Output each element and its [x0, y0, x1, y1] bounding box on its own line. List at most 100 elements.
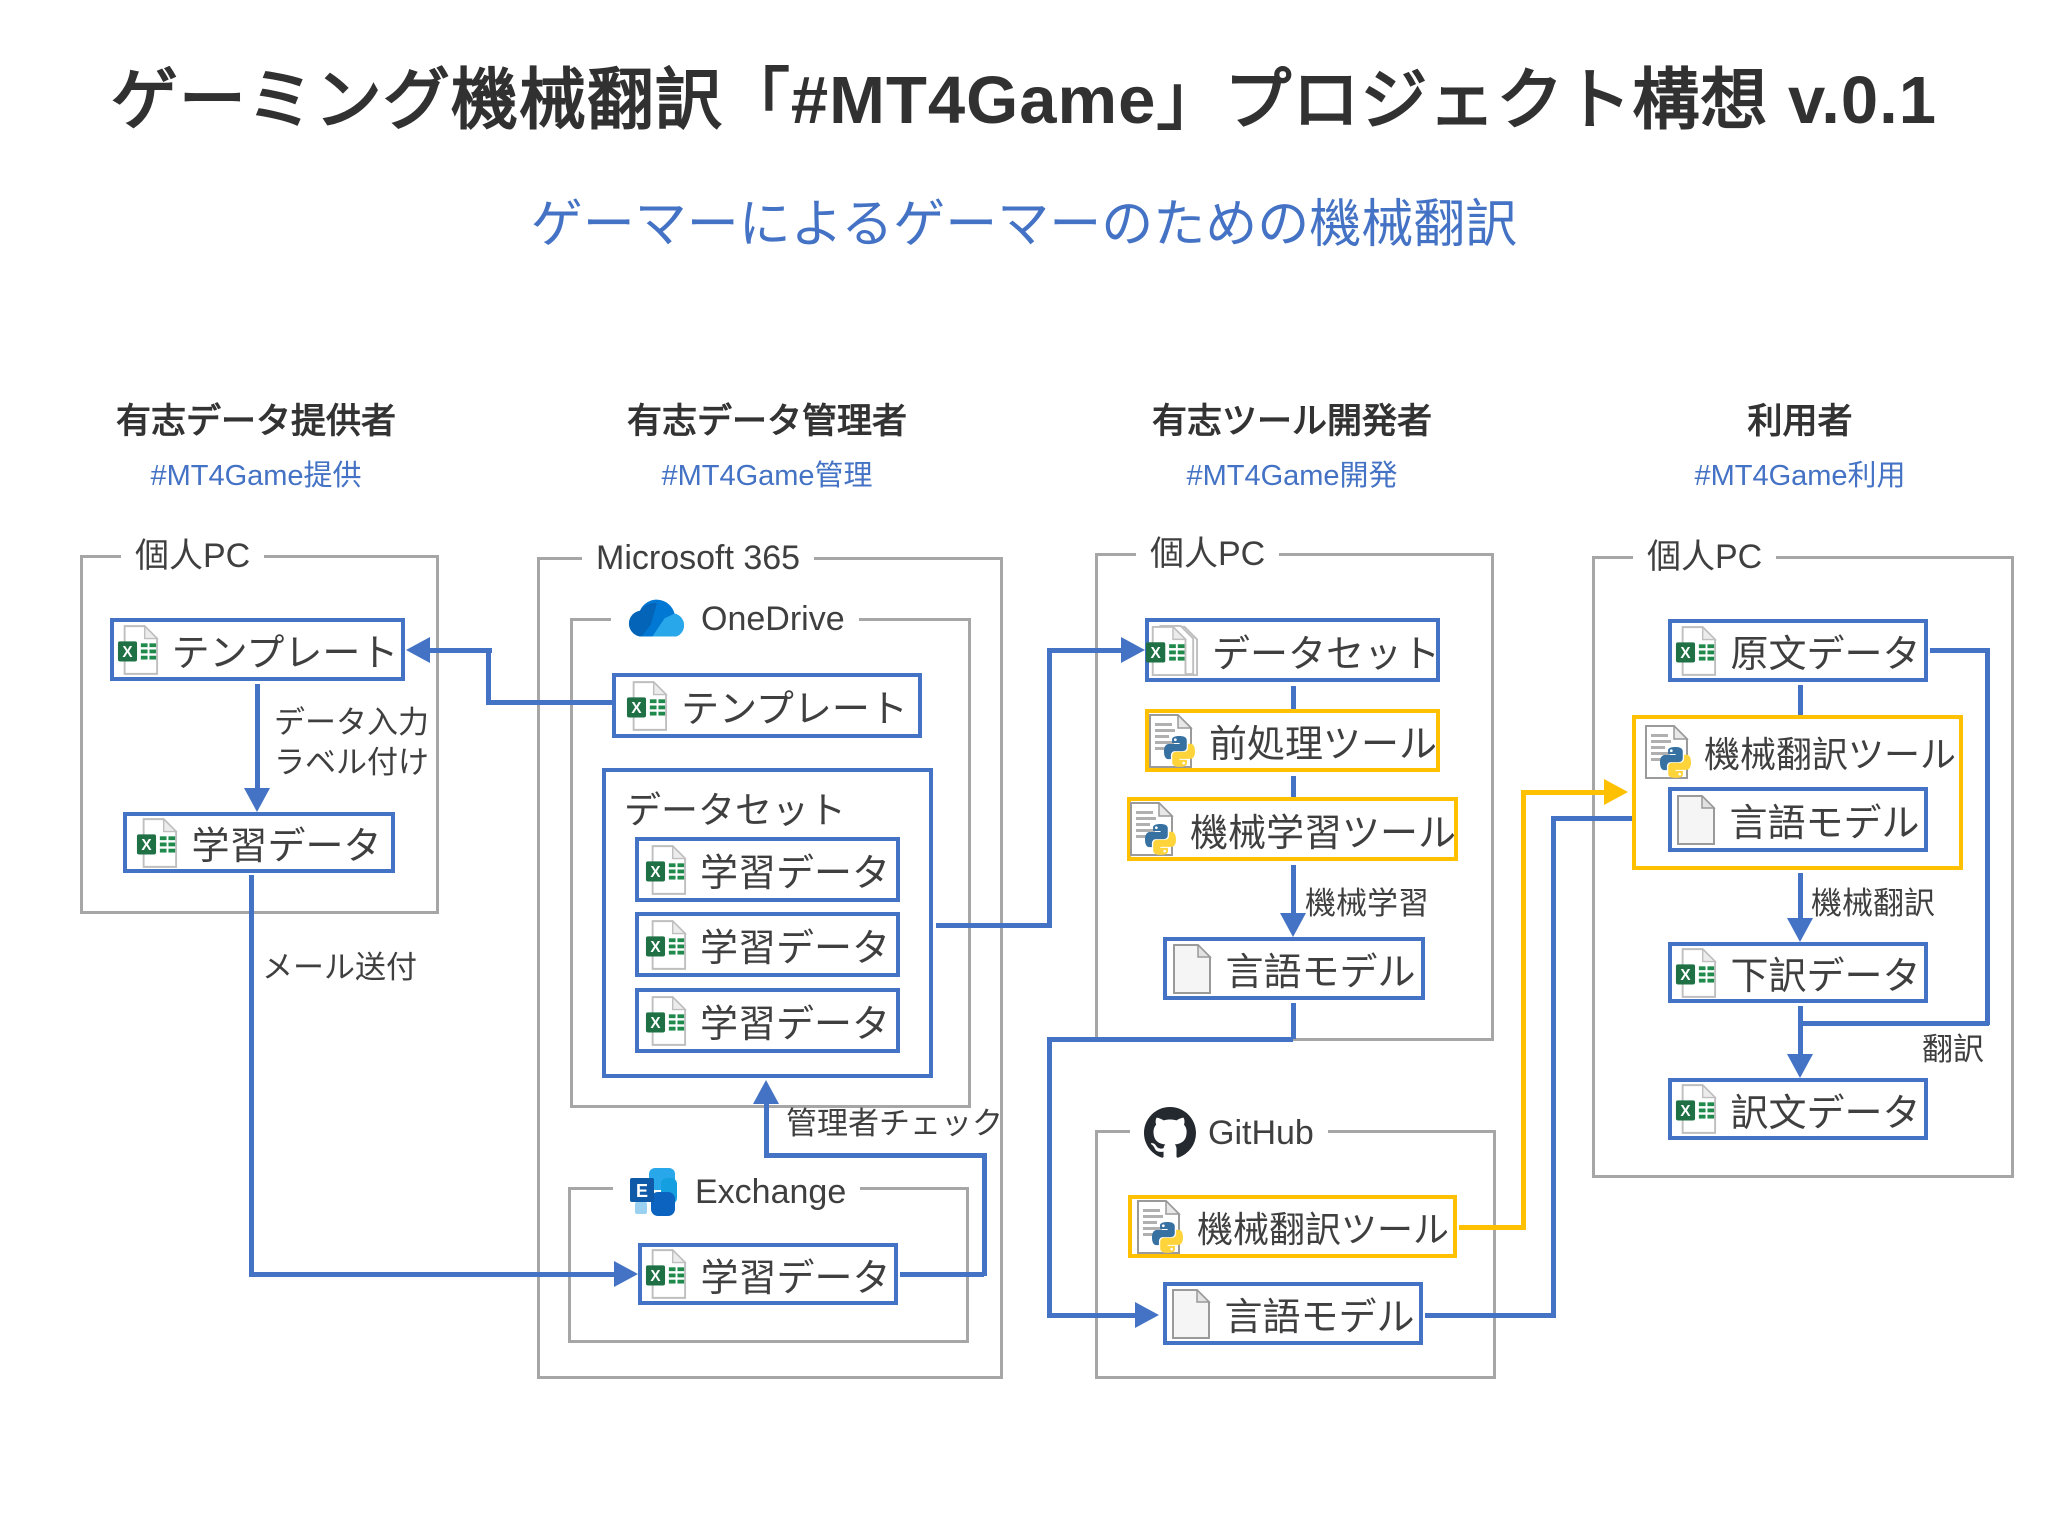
node-training-data-1: 学習データ [635, 837, 900, 902]
node-onedrive-template: テンプレート [612, 673, 922, 738]
edge-label-machine-translation: 機械翻訳 [1811, 886, 1935, 921]
excel-file-icon [645, 845, 687, 895]
node-label: 原文データ [1730, 634, 1921, 676]
excel-file-icon [1675, 626, 1717, 676]
group-label: Microsoft 365 [596, 539, 801, 577]
node-label: 言語モデル [1729, 803, 1920, 845]
connector-line [1459, 1225, 1525, 1230]
role-manager-name: 有志データ管理者 [626, 402, 907, 441]
edge-label-line: ラベル付け [274, 745, 429, 780]
document-icon [1676, 795, 1716, 845]
connector-line [490, 700, 614, 705]
edge-label-line: データ入力 [274, 705, 429, 740]
connector-line [486, 648, 491, 705]
group-exchange: Exchange [568, 1164, 969, 1343]
python-file-icon [1644, 725, 1692, 779]
connector-line [1291, 776, 1296, 797]
excel-file-icon [626, 681, 668, 731]
connector-line [1521, 790, 1526, 1230]
arrowhead [753, 1080, 779, 1104]
excel-file-icon [645, 1249, 687, 1299]
connector-line [1521, 790, 1606, 795]
connector-line [1047, 1037, 1052, 1315]
role-developer-name: 有志ツール開発者 [1151, 402, 1432, 441]
excel-file-icon [117, 625, 159, 675]
node-label: 機械学習ツール [1190, 812, 1457, 855]
role-user-tag: #MT4Game利用 [1694, 460, 1906, 492]
excel-file-icon [645, 996, 687, 1046]
arrowhead [614, 1261, 638, 1287]
dataset-group-label: データセット [624, 790, 846, 831]
python-file-icon [1129, 802, 1177, 856]
role-provider-name: 有志データ提供者 [115, 402, 396, 441]
connector-line [1291, 686, 1296, 709]
arrowhead [244, 788, 270, 812]
connector-line [982, 1153, 987, 1276]
excel-file-icon [645, 920, 687, 970]
node-label: 言語モデル [1224, 1297, 1415, 1339]
arrowhead [1787, 1054, 1813, 1078]
group-label: 個人PC [1150, 535, 1266, 573]
node-training-data-3: 学習データ [635, 988, 900, 1053]
connector-line [249, 875, 254, 1274]
group-microsoft365: Microsoft 365 [537, 534, 1003, 1379]
group-label: OneDrive [701, 600, 845, 638]
group-developer-pc: 個人PC [1095, 530, 1494, 1041]
node-label: テンプレート [681, 689, 908, 731]
group-label: GitHub [1208, 1114, 1314, 1152]
connector-line [1551, 816, 1642, 821]
node-github-language-model: 言語モデル [1163, 1282, 1423, 1345]
edge-label-translation: 翻訳 [1922, 1032, 1984, 1067]
edge-label-mail: メール送付 [262, 950, 417, 985]
node-dev-dataset: データセット [1145, 618, 1440, 682]
onedrive-icon [625, 598, 689, 640]
node-github-mt-tool: 機械翻訳ツール [1128, 1195, 1457, 1258]
arrowhead [406, 637, 430, 663]
group-github: GitHub [1095, 1107, 1496, 1379]
node-user-language-model: 言語モデル [1668, 787, 1928, 852]
connector-line [764, 1153, 984, 1158]
connector-line [1930, 648, 1989, 653]
connector-line [900, 1272, 984, 1277]
connector-line [1798, 873, 1803, 922]
role-manager-tag: #MT4Game管理 [661, 460, 873, 492]
connector-line [1425, 1313, 1555, 1318]
connector-line [255, 684, 260, 792]
group-user-pc: 個人PC [1592, 533, 2014, 1178]
connector-line [764, 1098, 769, 1158]
node-training-data-2: 学習データ [635, 912, 900, 977]
connector-line [1551, 816, 1556, 1318]
document-icon [1172, 944, 1212, 994]
node-label: 学習データ [699, 1004, 890, 1046]
github-icon [1144, 1107, 1196, 1159]
node-label: 学習データ [191, 826, 382, 868]
group-provider-pc: 個人PC [80, 532, 439, 914]
role-developer-tag: #MT4Game開発 [1186, 460, 1398, 492]
connector-line [1798, 1006, 1803, 1058]
group-label: Exchange [695, 1173, 847, 1211]
arrowhead [1280, 913, 1306, 937]
arrowhead [1787, 918, 1813, 942]
node-preprocess-tool: 前処理ツール [1145, 709, 1440, 772]
arrowhead [1604, 779, 1628, 805]
page-subtitle: ゲーマーによるゲーマーのための機械翻訳 [530, 196, 1518, 254]
node-label: 訳文データ [1730, 1092, 1921, 1135]
excel-file-icon [136, 818, 178, 868]
group-label: 個人PC [1647, 538, 1763, 576]
node-label: テンプレート [171, 633, 399, 675]
arrowhead [1135, 1302, 1159, 1328]
edge-label-admin-check: 管理者チェック [786, 1106, 1003, 1141]
connector-line [1291, 865, 1296, 920]
node-label: 学習データ [699, 928, 890, 970]
connector-line [1798, 685, 1803, 717]
connector-line [936, 923, 1049, 928]
node-label: 機械翻訳ツール [1704, 734, 1957, 775]
arrowhead [1121, 637, 1145, 663]
excel-file-stack-icon [1145, 624, 1199, 676]
node-provider-training-data: 学習データ [123, 812, 395, 873]
excel-file-icon [1675, 948, 1717, 998]
node-label: 機械翻訳ツール [1196, 1208, 1449, 1250]
connector-line [1291, 1003, 1296, 1039]
connector-line [249, 1272, 618, 1277]
